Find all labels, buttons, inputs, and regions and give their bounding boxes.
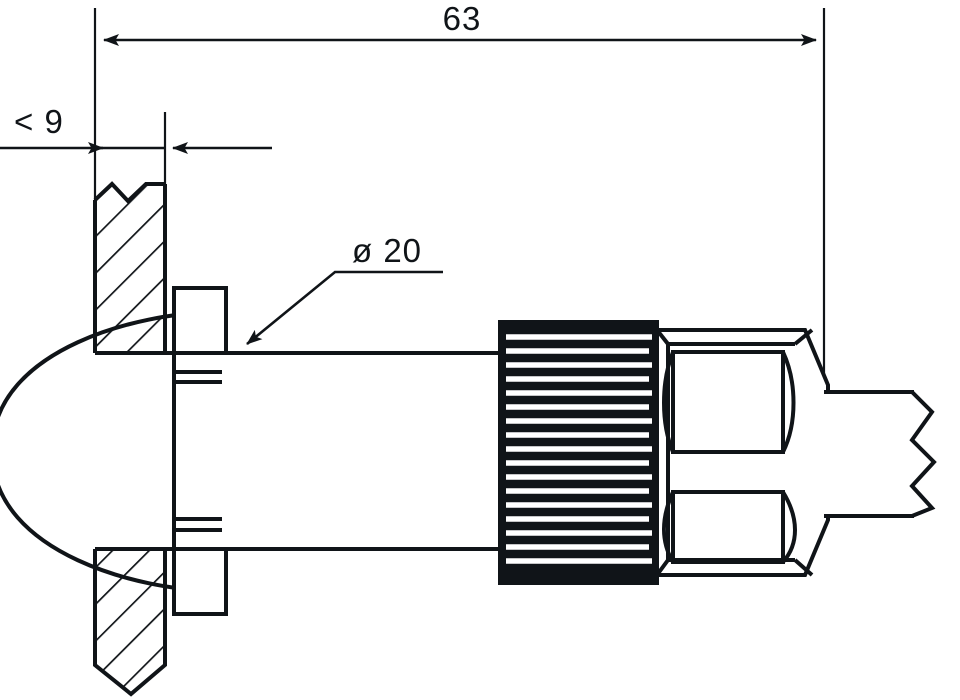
hex-nut-face-lower <box>671 490 785 564</box>
hex-nut-chamfer-arc-upper-left <box>662 351 675 453</box>
knurl-rib-pattern <box>500 322 657 583</box>
dimension-panel-thickness: < 9 <box>0 103 272 154</box>
dimension-label-overall-length: 63 <box>443 0 482 37</box>
cable-outline <box>824 390 937 518</box>
mounting-panel <box>93 181 167 697</box>
hex-nut-face-upper <box>671 350 785 454</box>
threaded-shoulder <box>172 286 228 616</box>
hex-nut-chamfer-arc-lower-right <box>781 490 797 564</box>
body-cylinder-outline <box>222 353 505 549</box>
leader-line-body-diameter <box>246 270 443 346</box>
threaded-shoulder-body <box>172 286 228 616</box>
dimension-body-diameter: ø 20 <box>246 232 443 346</box>
mounting-panel-outline-upper <box>93 181 167 353</box>
mounting-panel-hatch-upper <box>95 184 165 354</box>
hex-nut-back-edge <box>793 328 814 577</box>
dimension-label-body-diameter: ø 20 <box>352 232 422 269</box>
mounting-panel-hatch-lower <box>95 549 165 694</box>
hex-nut-chamfer-arc-lower-left <box>662 491 675 564</box>
dimension-overall-length: 63 <box>103 0 817 46</box>
dimension-label-panel-thickness: < 9 <box>14 103 64 140</box>
threaded-shoulder-groove-lines <box>174 351 226 551</box>
cable <box>824 390 937 518</box>
hex-nut-chamfer-arc-upper-right <box>781 351 796 453</box>
knurled-nut-border <box>498 320 659 585</box>
knurled-nut <box>498 320 659 585</box>
mounting-panel-outline-lower <box>93 549 167 697</box>
body-cylinder <box>222 351 505 551</box>
hex-nut <box>652 328 830 577</box>
